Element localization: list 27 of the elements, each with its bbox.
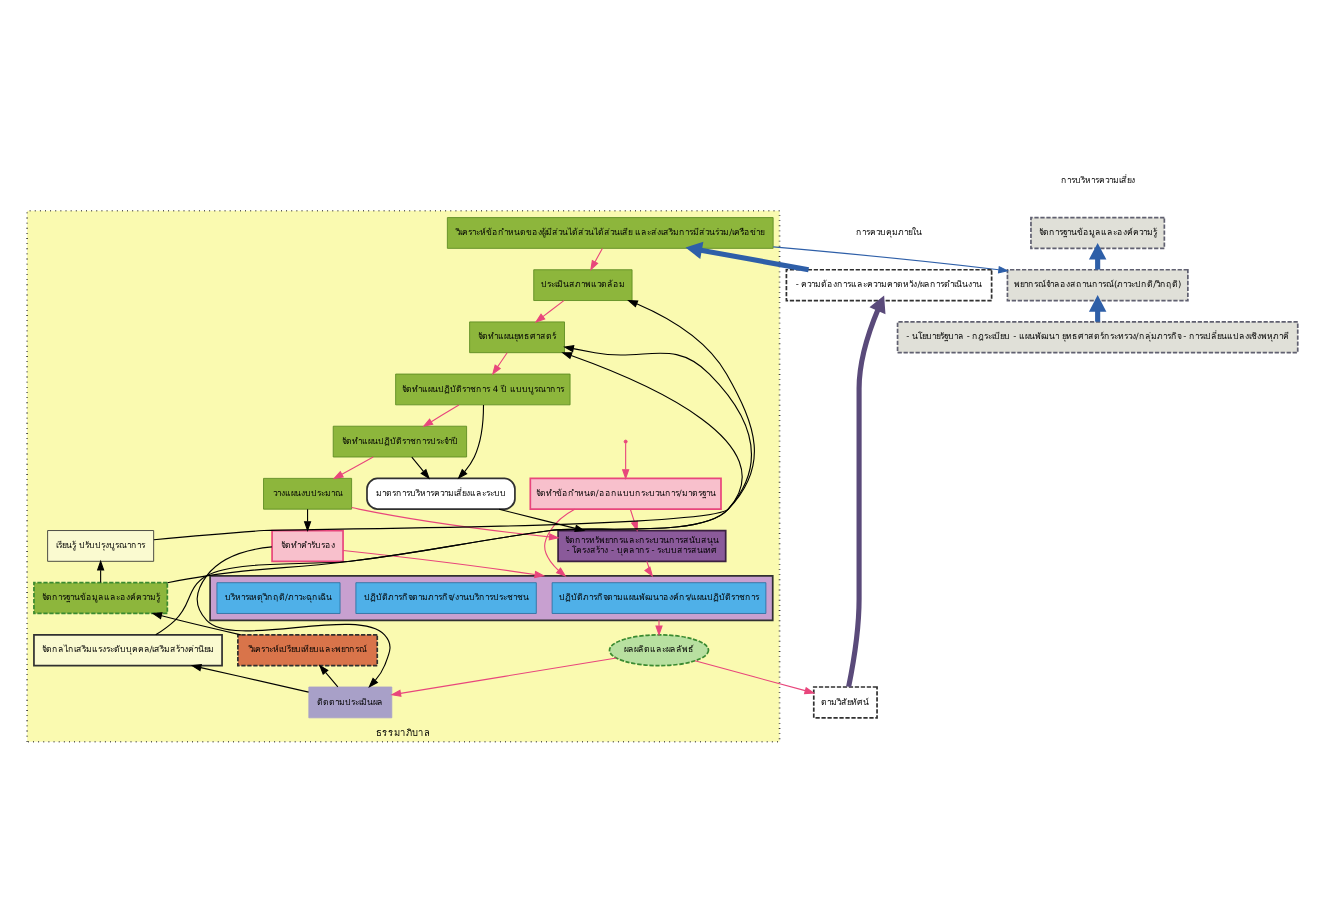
arrow xyxy=(190,663,310,692)
arrow xyxy=(694,659,816,694)
arrow xyxy=(166,344,752,583)
arrow xyxy=(498,507,586,531)
arrow xyxy=(155,351,743,635)
arrow xyxy=(534,299,565,322)
arrow xyxy=(846,294,886,687)
arrow xyxy=(685,240,810,272)
arrow xyxy=(342,548,546,578)
arrow xyxy=(153,298,755,540)
arrow xyxy=(544,507,576,576)
arrow xyxy=(196,545,391,687)
arrow xyxy=(390,656,617,696)
arrow xyxy=(629,507,638,531)
arrow xyxy=(351,506,560,540)
arrow xyxy=(655,618,663,636)
arrow xyxy=(457,403,485,479)
arrow xyxy=(151,611,242,635)
arrow xyxy=(332,455,374,479)
arrow xyxy=(318,663,339,687)
arrow xyxy=(590,246,603,270)
arrow xyxy=(411,455,431,479)
arrow xyxy=(422,403,460,427)
arrow xyxy=(621,441,630,479)
cluster xyxy=(209,574,774,621)
arrow xyxy=(491,351,508,375)
arrow xyxy=(772,245,1010,273)
